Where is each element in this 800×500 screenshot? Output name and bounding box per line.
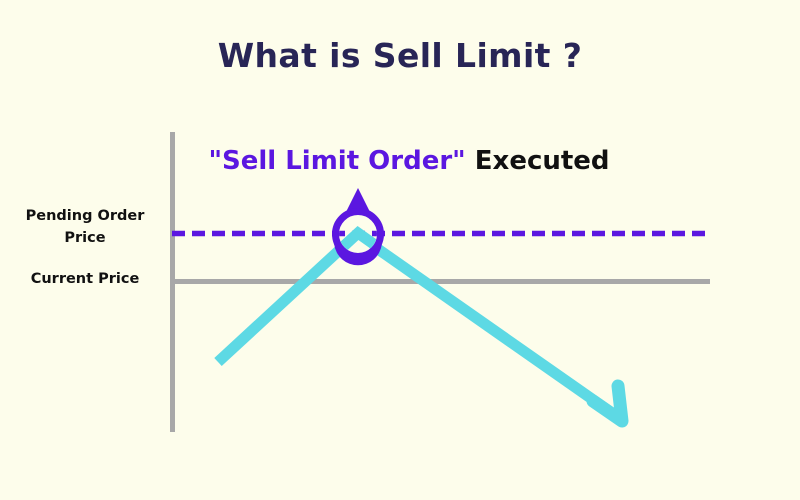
pending-order-price-label: Pending Order Price — [10, 205, 160, 249]
price-path — [214, 228, 629, 428]
subtitle-annotation: "Sell Limit Order" Executed — [0, 146, 800, 176]
pending-order-price-label-line2: Price — [64, 230, 106, 246]
subtitle-highlight: "Sell Limit Order" — [208, 146, 466, 176]
subtitle-plain: Executed — [465, 146, 610, 176]
pending-order-price-label-line1: Pending Order — [25, 208, 145, 224]
marker-interior-overlay — [339, 225, 377, 253]
price-path-arrowhead — [586, 379, 629, 428]
sell-limit-trigger-marker — [332, 188, 384, 266]
price-path-through-marker — [339, 225, 377, 253]
current-price-label: Current Price — [30, 271, 140, 287]
page-title: What is Sell Limit ? — [217, 36, 583, 75]
